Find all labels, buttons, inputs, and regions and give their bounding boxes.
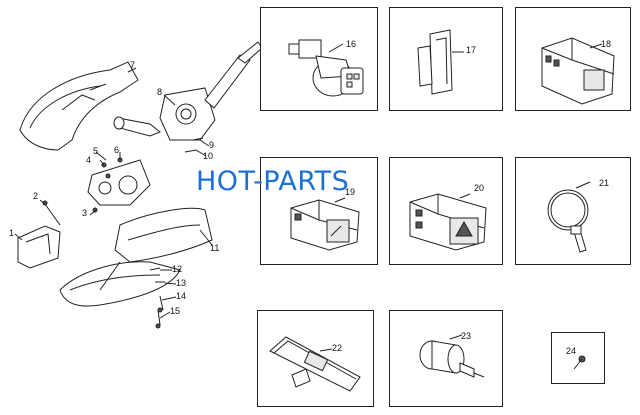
- connector-plug-icon: [288, 39, 364, 97]
- callout-10: 10: [203, 151, 214, 161]
- callout-1: 1: [9, 228, 15, 238]
- window-switch-icon: [290, 197, 360, 251]
- switch-module-icon: [541, 37, 615, 105]
- inset-box-23: [389, 310, 503, 407]
- bracket-icon: [17, 225, 61, 269]
- callout-18: 18: [601, 39, 612, 49]
- callout-14: 14: [176, 291, 187, 301]
- hazard-switch-icon: [409, 193, 487, 251]
- inset-box-22: [257, 310, 374, 407]
- switch-housing-icon: [87, 157, 151, 213]
- watermark-text: HOT-PARTS: [196, 166, 350, 197]
- callout-21: 21: [599, 178, 610, 188]
- switch-cover-icon: [417, 29, 464, 95]
- callout-17: 17: [466, 45, 477, 55]
- callout-2: 2: [33, 191, 39, 201]
- callout-16: 16: [346, 39, 357, 49]
- callout-23: 23: [461, 331, 472, 341]
- inset-box-21: [515, 157, 631, 265]
- callout-7: 7: [130, 60, 136, 70]
- callout-12: 12: [172, 264, 183, 274]
- lower-shroud-icon: [59, 207, 213, 307]
- callout-6: 6: [114, 145, 120, 155]
- callout-13: 13: [176, 278, 187, 288]
- screw-icon: [149, 267, 165, 329]
- callout-22: 22: [332, 343, 343, 353]
- screw-icon: [42, 200, 61, 226]
- inset-box-16: [260, 7, 378, 111]
- key-ring-icon: [547, 181, 591, 253]
- upper-shroud-icon: [19, 61, 139, 151]
- inset-box-19: [260, 157, 378, 265]
- inset-box-20: [389, 157, 503, 265]
- switch-panel-icon: [269, 336, 361, 392]
- callout-5: 5: [93, 146, 99, 156]
- leader-lines: [14, 67, 213, 319]
- callout-8: 8: [157, 87, 163, 97]
- callout-9: 9: [209, 140, 215, 150]
- callout-11: 11: [210, 243, 220, 253]
- ignition-cylinder-icon: [419, 334, 485, 378]
- inset-box-17: [389, 7, 503, 111]
- callout-19: 19: [345, 187, 356, 197]
- screw-icon: [573, 355, 586, 370]
- callout-4: 4: [86, 155, 92, 165]
- callout-20: 20: [474, 183, 485, 193]
- inset-box-24: [551, 332, 605, 384]
- combination-switch-icon: [113, 41, 263, 141]
- callout-15: 15: [170, 306, 181, 316]
- callout-3: 3: [82, 208, 88, 218]
- callout-24: 24: [566, 346, 577, 356]
- inset-box-18: [515, 7, 631, 111]
- bolt-icon: [184, 137, 204, 153]
